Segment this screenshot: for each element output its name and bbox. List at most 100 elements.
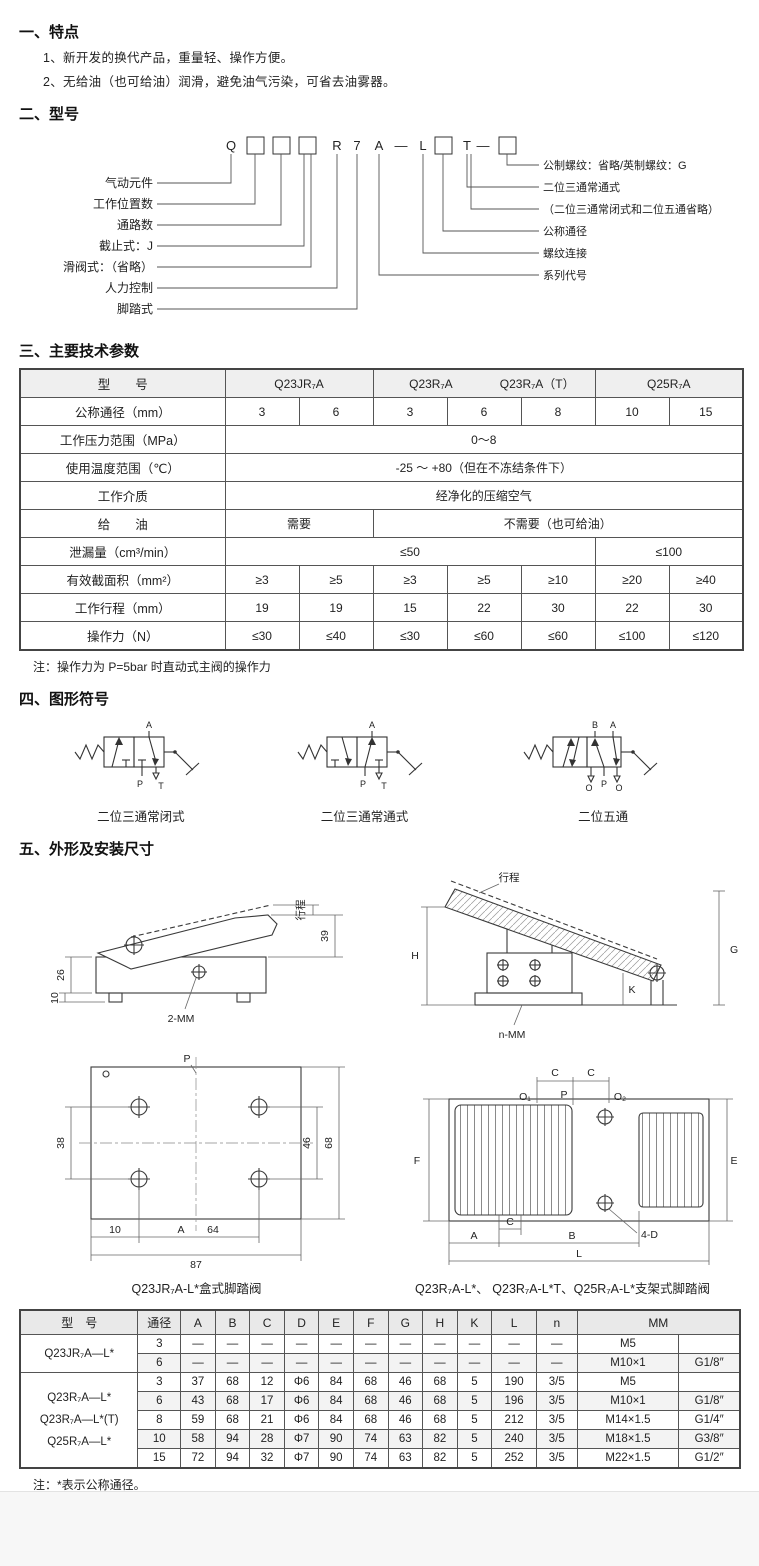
- dim-header: MM: [576, 1309, 741, 1335]
- dim-cell: 72: [180, 1448, 216, 1469]
- symbols-row: A P T 二位三通常闭式: [29, 719, 730, 825]
- port-o2-label: O₂: [613, 1091, 625, 1103]
- port-label-b: B: [592, 720, 598, 730]
- param-row: 操作力（N） ≤30 ≤40 ≤30 ≤60 ≤60 ≤100 ≤120: [19, 621, 744, 651]
- port-label-a: A: [610, 720, 616, 730]
- symbol-3-2-nc: A P T 二位三通常闭式: [56, 719, 226, 825]
- param-cell: 3: [224, 397, 300, 426]
- port-p-label: P: [560, 1089, 567, 1101]
- valve-symbol-no: A P T: [298, 720, 423, 791]
- centerlines: [78, 1057, 313, 1231]
- param-cell: 3: [372, 397, 448, 426]
- param-cell: ≤100: [594, 621, 670, 651]
- side-view: [443, 880, 677, 1006]
- dim-cell: [678, 1372, 741, 1392]
- section-title-model: 二、型号: [19, 106, 80, 123]
- dim-cell: —: [422, 1353, 458, 1373]
- param-cell: ≤100: [594, 537, 744, 566]
- dim-cell: G3/8″: [678, 1429, 741, 1449]
- param-cell: 0～8: [224, 425, 744, 454]
- dim-c1: C: [551, 1067, 559, 1079]
- dim-cell: 94: [214, 1448, 251, 1469]
- right-connector-lines: [378, 154, 539, 276]
- dim-cell: M10×1: [576, 1391, 680, 1411]
- port-o1-label: O₁: [519, 1091, 531, 1103]
- dim-cell: 196: [491, 1391, 537, 1411]
- param-row-label: 操作力（N）: [19, 621, 226, 651]
- param-cell: ≥5: [446, 565, 522, 594]
- label-series-code: 系列代号: [543, 268, 587, 282]
- code-char-q: Q: [226, 138, 236, 153]
- dim-cell: —: [422, 1334, 458, 1354]
- symbol-caption: 二位三通常闭式: [97, 810, 185, 824]
- figure-caption-box-type: Q23JR₇A-L*盒式脚踏阀: [131, 1282, 262, 1296]
- dim-cell: Φ7: [283, 1429, 320, 1449]
- dim-cell: 10: [137, 1429, 182, 1449]
- section-title-parameters: 三、主要技术参数: [19, 343, 140, 360]
- label-foot-operated: 脚踏式: [117, 301, 153, 316]
- dim-cell: 37: [180, 1372, 216, 1392]
- port-label-a: A: [146, 720, 152, 730]
- figure-box-type-drawing: 行程 39 26 10 2-MM P 38 46 68 10 A 64 87: [49, 899, 345, 1271]
- dim-cell: M5: [576, 1334, 680, 1354]
- dim-68: 68: [323, 1137, 335, 1149]
- figure-bracket-type: 行程 H K G n-MM C C O₁ P O₂ F E C A B L 4-: [385, 869, 740, 1297]
- port-label-t: T: [158, 781, 164, 791]
- port-label-a: A: [369, 720, 375, 730]
- dim-b: B: [568, 1230, 575, 1242]
- dim-cell: —: [180, 1334, 216, 1354]
- dim-4d: 4-D: [641, 1229, 658, 1241]
- label-manual-control: 人力控制: [105, 281, 153, 295]
- code-char-7: 7: [353, 138, 360, 153]
- code-char-r: R: [332, 138, 341, 153]
- dim-cell: 3/5: [535, 1372, 578, 1392]
- dim-cell: M22×1.5: [576, 1448, 680, 1469]
- dim-cell: 68: [422, 1410, 458, 1430]
- param-row-label: 泄漏量（cm³/min）: [19, 537, 226, 566]
- dim-cell: 15: [137, 1448, 182, 1469]
- dim-cell: 68: [352, 1391, 389, 1411]
- param-cell: 22: [446, 593, 522, 622]
- dim-cell: 3/5: [535, 1429, 578, 1449]
- dim-cell: 94: [214, 1429, 251, 1449]
- dim-cell: —: [283, 1334, 320, 1354]
- dim-cell: 43: [180, 1391, 216, 1411]
- port-label-o2: O: [616, 783, 623, 793]
- dim-header: n: [535, 1309, 578, 1335]
- param-cell: ≥20: [594, 565, 670, 594]
- port-label-p: P: [137, 779, 143, 789]
- param-row: 工作行程（mm） 19 19 15 22 30 22 30: [19, 593, 744, 622]
- dim-row: 6 43 68 17 Φ6 84 68 46 68 5 196 3/5 M10×…: [20, 1391, 741, 1411]
- model-right-labels: 公制螺纹：省略/英制螺纹：G 二位三通常通式 （二位三通常闭式和二位五通省略） …: [543, 158, 719, 282]
- dim-cell: —: [214, 1353, 251, 1373]
- dim-cell: 59: [180, 1410, 216, 1430]
- dim-cell: 28: [249, 1429, 285, 1449]
- feature-item-1: 1、新开发的换代产品，重量轻、操作方便。: [43, 51, 294, 65]
- dimensions-table: 型 号 通径 A B C D E F G H K L n MM Q23JR₇A—…: [19, 1309, 741, 1469]
- dim-header: 通径: [137, 1309, 182, 1335]
- dim-cell: 5: [456, 1410, 493, 1430]
- dim-cell: —: [387, 1334, 424, 1354]
- code-boxes: [246, 136, 517, 155]
- model-name: Q23R₇A: [409, 377, 453, 391]
- param-row-label: 工作行程（mm）: [19, 593, 226, 622]
- dim-cell: M10×1: [576, 1353, 680, 1373]
- label-working-positions: 工作位置数: [93, 196, 153, 211]
- label-thread-connection: 螺纹连接: [543, 246, 587, 260]
- param-row: 公称通径（mm） 3 6 3 6 8 10 15: [19, 397, 744, 426]
- dim-cell: 3/5: [535, 1410, 578, 1430]
- dim-f: F: [413, 1155, 419, 1167]
- param-cell: 经净化的压缩空气: [224, 481, 744, 510]
- dim-header: A: [180, 1309, 216, 1335]
- param-cell: ≤50: [224, 537, 596, 566]
- param-row: 工作压力范围（MPa） 0～8: [19, 425, 744, 454]
- dim-cell: Φ6: [283, 1391, 320, 1411]
- dim-cell: 3/5: [535, 1391, 578, 1411]
- code-char-a: A: [375, 138, 384, 153]
- dim-cell: 74: [352, 1429, 389, 1449]
- model-code-row: Q R 7 A — L T —: [226, 138, 490, 153]
- label-pneumatic-element: 气动元件: [105, 175, 153, 190]
